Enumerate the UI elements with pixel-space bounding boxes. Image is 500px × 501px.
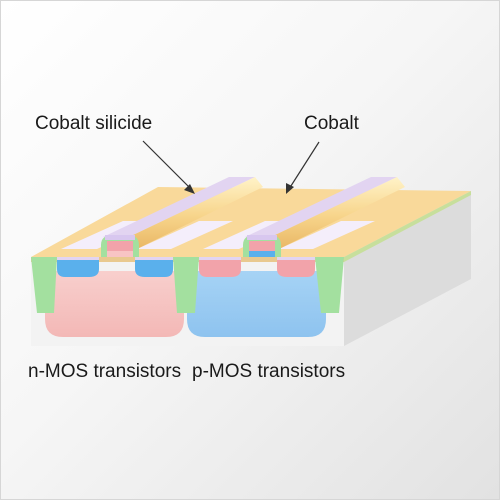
cobalt-silicide-arrowhead xyxy=(184,184,195,194)
cobalt-silicide-label: Cobalt silicide xyxy=(35,113,153,134)
nmos-gate xyxy=(101,177,263,257)
pmos-source-left xyxy=(199,257,241,277)
n-well xyxy=(45,271,184,337)
isolation-left xyxy=(31,257,57,313)
nmos-gate-poly xyxy=(107,241,133,251)
pmos-silicide-right xyxy=(277,257,315,260)
nmos-silicide-right xyxy=(135,257,173,260)
pmos-gate-body xyxy=(271,177,405,249)
pmos-gate-channel xyxy=(249,251,275,257)
nmos-pad-right-silicide xyxy=(137,221,233,249)
pmos-gate xyxy=(243,177,405,257)
pmos-drain-right xyxy=(277,257,315,277)
pmos-silicide-left xyxy=(199,257,241,260)
nmos-gate-top-silicide xyxy=(103,177,255,237)
cobalt-layer-edge xyxy=(344,191,471,262)
cobalt-arrowhead xyxy=(286,183,294,194)
isolation-right xyxy=(315,257,344,313)
cobalt-silicide-leader xyxy=(142,140,192,190)
nmos-silicide-left xyxy=(57,257,99,260)
nmos-gate-body xyxy=(129,177,263,249)
p-well xyxy=(187,271,326,337)
pmos-label: p-MOS transistors xyxy=(192,361,346,382)
nmos-label: n-MOS transistors xyxy=(28,361,182,382)
nmos-gate-channel xyxy=(107,251,133,257)
nmos-drain-right xyxy=(135,257,173,277)
cobalt-label: Cobalt xyxy=(304,113,359,134)
pmos-gate-top-silicide xyxy=(245,177,397,237)
pmos-pad-right-silicide xyxy=(279,221,375,249)
substrate-right-side xyxy=(344,191,471,346)
nmos-gate-cap xyxy=(105,235,135,240)
pmos-gate-cap xyxy=(247,235,277,240)
isolation-middle xyxy=(173,257,199,313)
cobalt-leader xyxy=(288,141,320,190)
pmos-gate-poly xyxy=(249,241,275,251)
nmos-source-left xyxy=(57,257,99,277)
